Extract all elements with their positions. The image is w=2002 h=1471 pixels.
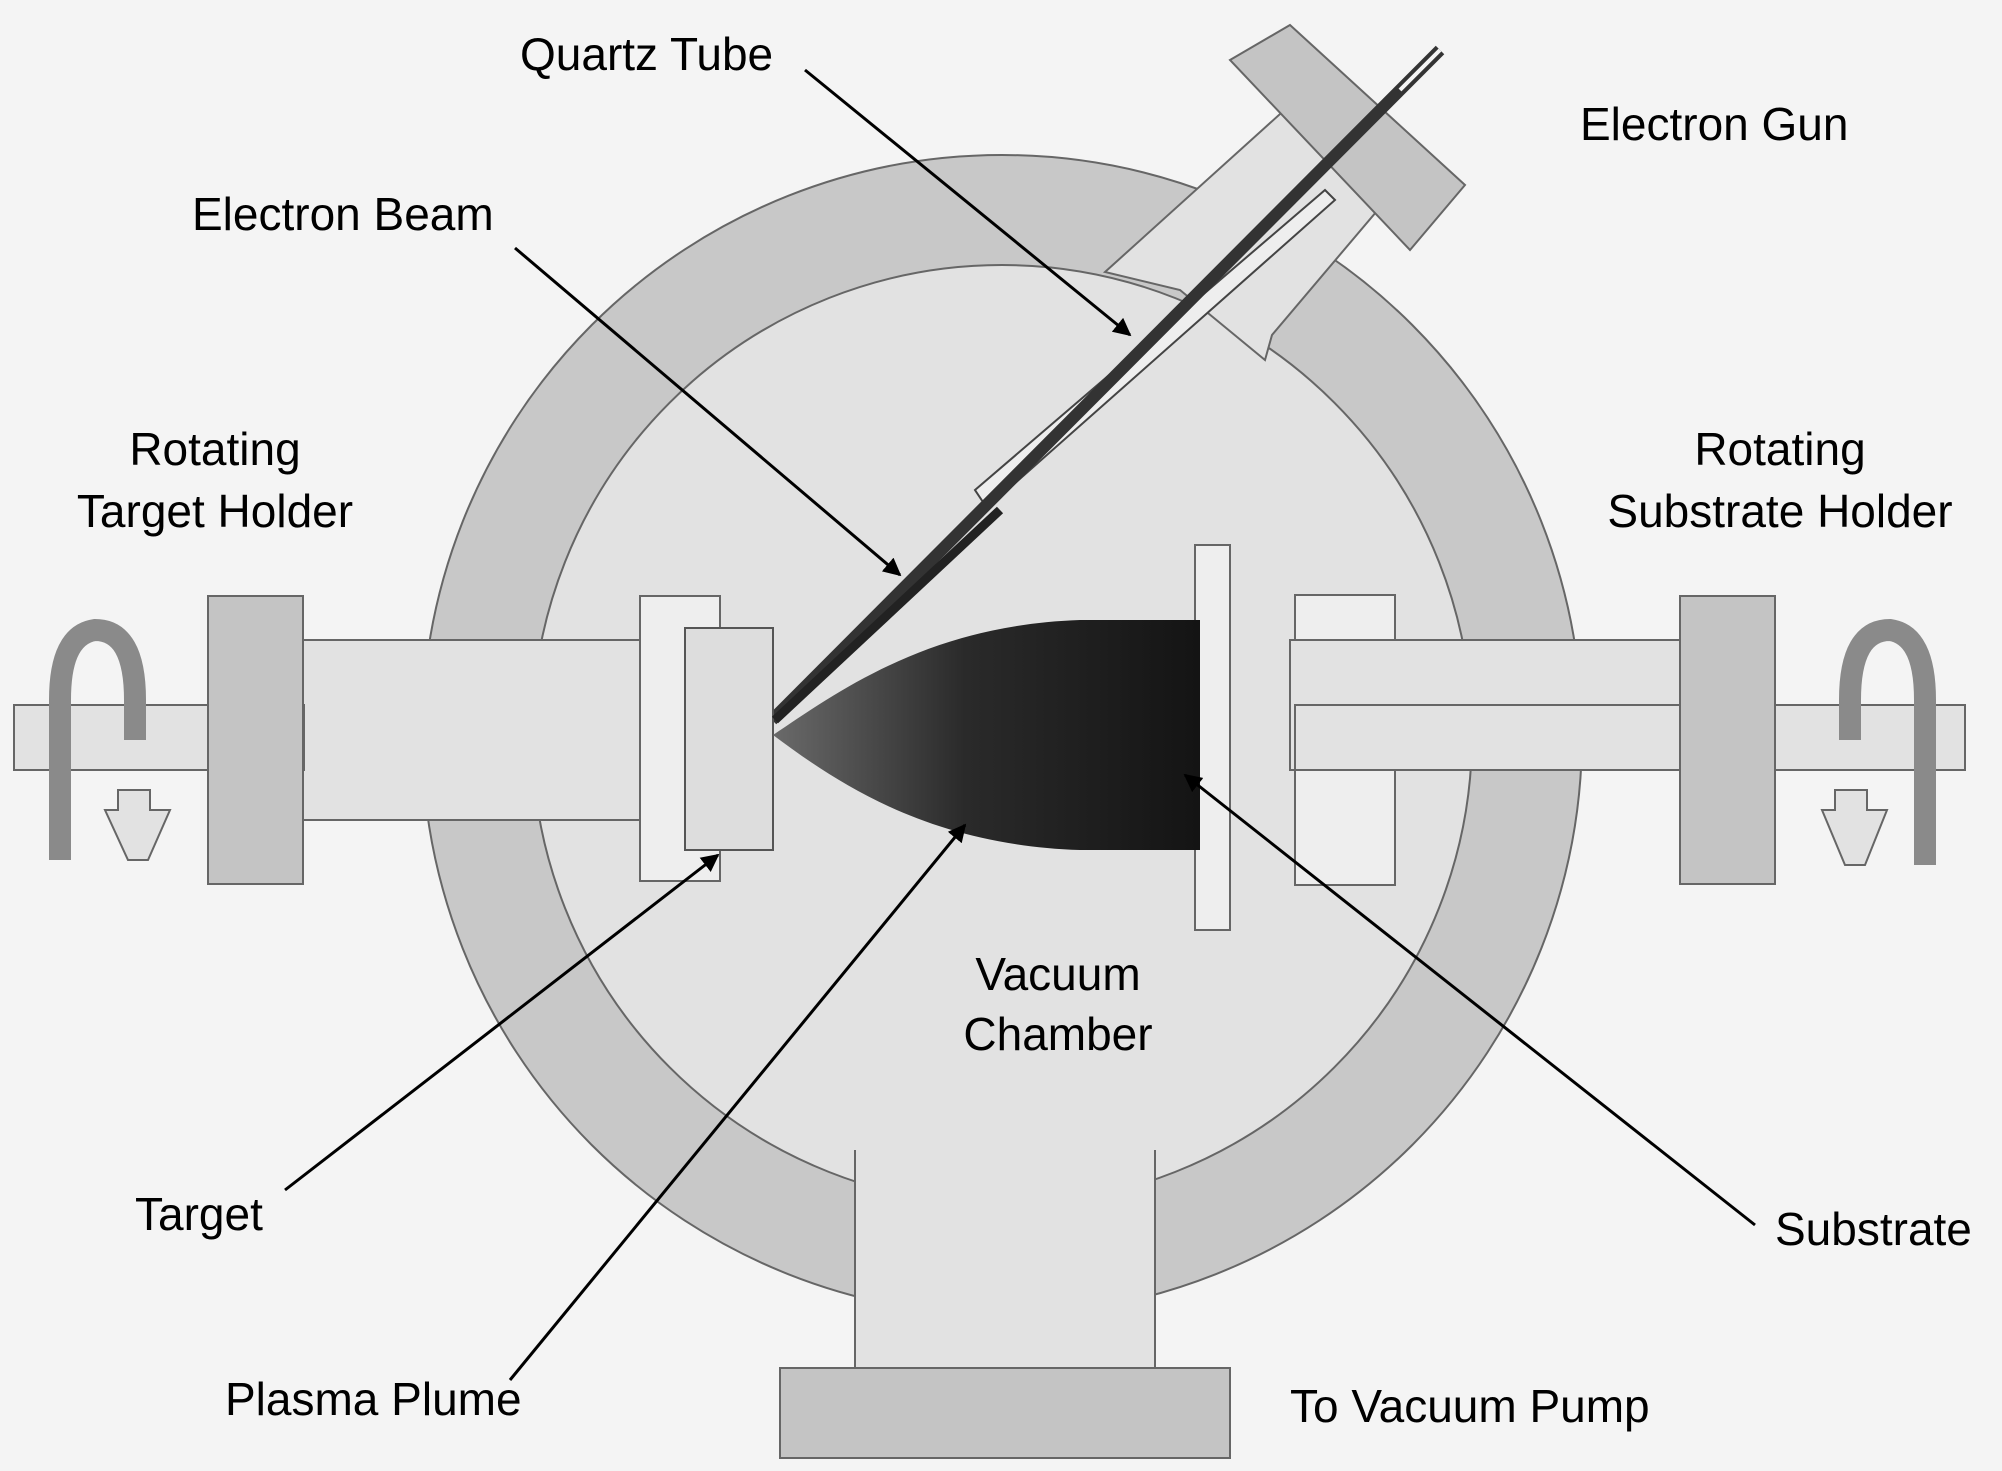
pump-port — [779, 1150, 1231, 1459]
label-target: Target — [135, 1188, 263, 1240]
substrate-flange — [1679, 595, 1776, 885]
label-to-vacuum-pump: To Vacuum Pump — [1290, 1380, 1650, 1432]
label-rotating-target-line2: Target Holder — [77, 485, 353, 537]
label-electron-beam: Electron Beam — [192, 188, 494, 240]
quartz-tube-leader — [804, 68, 1132, 337]
target — [684, 627, 774, 851]
label-quartz-tube: Quartz Tube — [520, 28, 773, 80]
label-plasma-plume: Plasma Plume — [225, 1373, 522, 1425]
plasma-plume-leader — [508, 823, 967, 1381]
rotating-target-holder — [13, 595, 774, 885]
electron-beam — [771, 506, 1004, 724]
target-leader — [284, 853, 720, 1192]
electron-beam-rod — [767, 45, 1445, 725]
label-substrate: Substrate — [1775, 1203, 1972, 1255]
substrate-rotation-arrowhead — [1820, 789, 1889, 866]
target-rotation-arrowhead — [103, 789, 172, 861]
electron-gun-port — [767, 23, 1467, 725]
label-rotating-substrate-line2: Substrate Holder — [1607, 485, 1952, 537]
target-rotation-arrow — [49, 618, 146, 860]
electron-beam-leader — [514, 246, 902, 577]
substrate-plate — [1194, 544, 1231, 931]
target-flange — [207, 595, 304, 885]
substrate-leader — [1183, 773, 1756, 1227]
label-rotating-substrate-line1: Rotating — [1694, 423, 1865, 475]
label-rotating-target-line1: Rotating — [129, 423, 300, 475]
label-vacuum-chamber-line2: Chamber — [963, 1008, 1152, 1060]
pump-flange — [779, 1367, 1231, 1459]
substrate-shaft — [1294, 704, 1966, 771]
plasma-plume — [773, 620, 1200, 850]
substrate-rotation-arrow — [1839, 618, 1936, 865]
label-vacuum-chamber-line1: Vacuum — [975, 948, 1140, 1000]
target-holder-tube — [299, 639, 641, 821]
label-electron-gun: Electron Gun — [1580, 98, 1848, 150]
pump-neck — [855, 1150, 1155, 1375]
